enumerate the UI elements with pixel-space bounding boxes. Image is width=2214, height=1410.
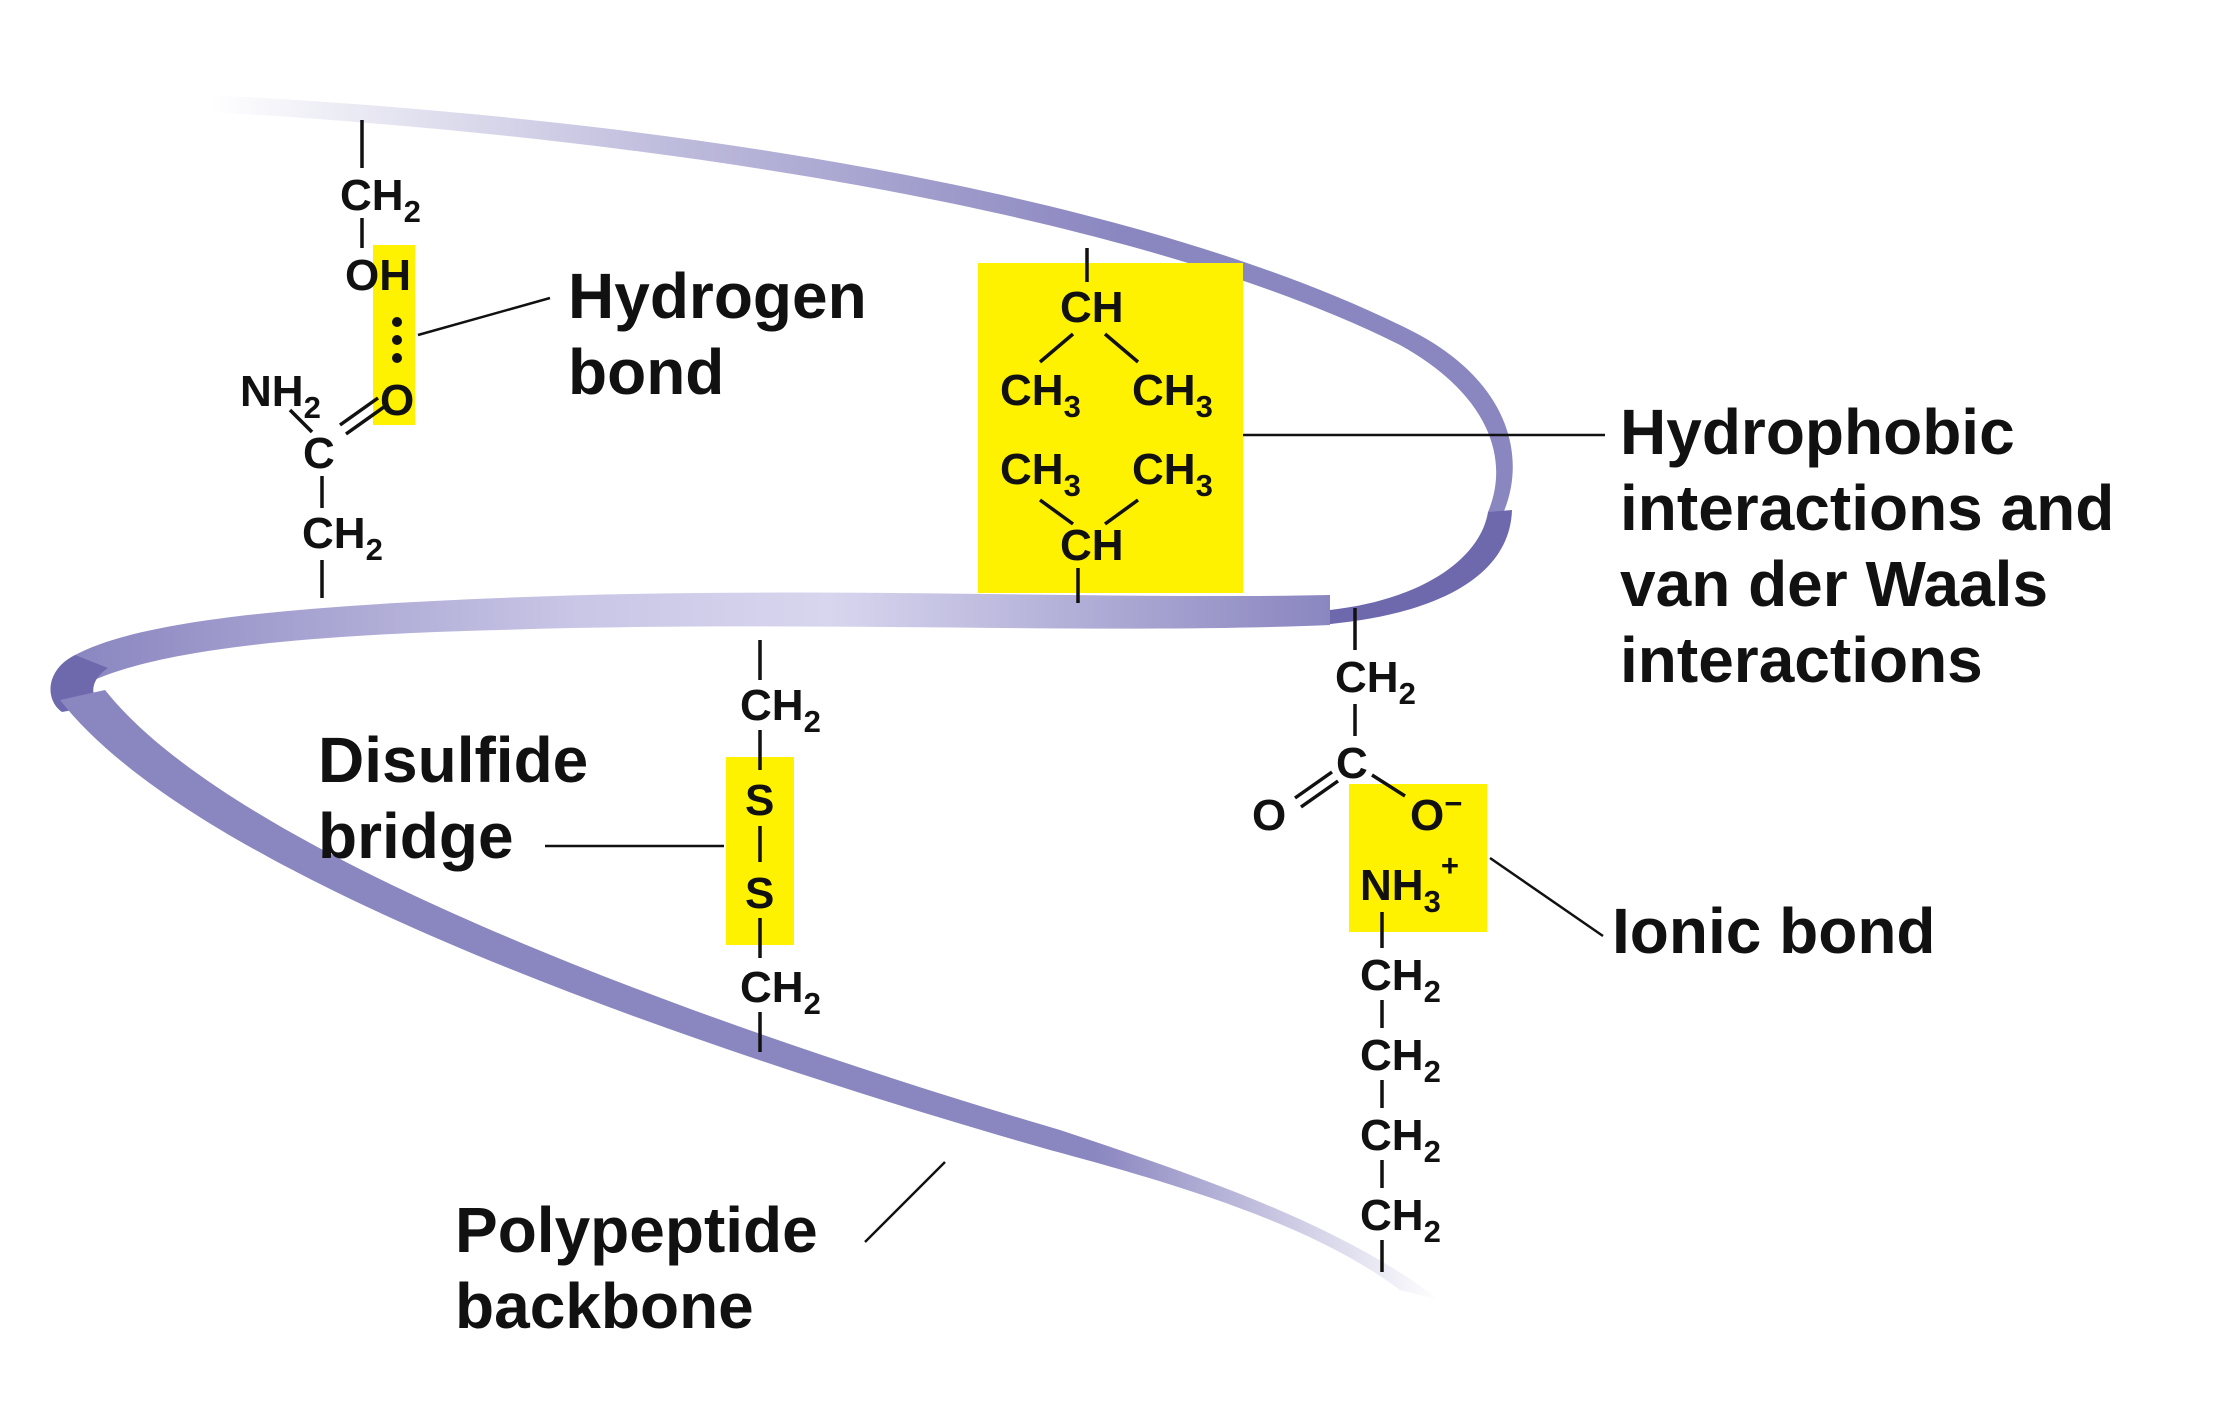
- ribbon-middle-segment: [75, 592, 1330, 688]
- highlights: [373, 245, 1487, 945]
- o-carbonyl: O: [1252, 791, 1286, 840]
- ch2-group: CH2: [1360, 951, 1441, 1009]
- ribbon-top-segment: [210, 95, 1513, 520]
- ch3-group: CH3: [1000, 445, 1081, 503]
- sulfur-atom: S: [745, 869, 774, 918]
- ch2-group: CH2: [740, 963, 821, 1021]
- backbone-leader: [864, 1161, 946, 1243]
- hydrophobic-highlight: [978, 263, 1243, 593]
- o-carbonyl: O: [380, 376, 414, 425]
- disulfide-label: Disulfide bridge: [318, 724, 606, 872]
- ch2-group: CH2: [1360, 1031, 1441, 1089]
- carboxyl-carbon: C: [1336, 739, 1368, 788]
- ribbon-bottom-segment: [60, 690, 1440, 1300]
- ch-group: CH: [1060, 521, 1124, 570]
- hydrophobic-chain: CH CH3 CH3 CH3 CH3 CH: [1000, 248, 1605, 603]
- ionic-chain: CH2 C O O− NH3+ CH2 CH2 CH2 CH2: [1252, 608, 1604, 1272]
- ch2-group: CH2: [302, 509, 383, 567]
- hydrogen-bond-highlight: [373, 245, 415, 425]
- polypeptide-ribbon: [50, 95, 1513, 1300]
- ch-group: CH: [1060, 283, 1124, 332]
- ch2-group: CH2: [1335, 653, 1416, 711]
- ch3-group: CH3: [1000, 366, 1081, 424]
- ch2-group: CH2: [340, 171, 421, 229]
- ch2-group: CH2: [1360, 1191, 1441, 1249]
- hydrogen-bond-label: Hydrogen bond: [568, 260, 884, 408]
- o-minus-group: O−: [1410, 786, 1462, 840]
- nh3-plus-group: NH3+: [1360, 848, 1459, 919]
- oh-group: OH: [345, 251, 411, 300]
- ionic-bond-label: Ionic bond: [1612, 895, 1936, 967]
- hydrogen-bond-chain: CH2 OH O NH2 C CH2: [240, 120, 551, 598]
- ch2-group: CH2: [740, 681, 821, 739]
- disulfide-chain: CH2 S S CH2: [545, 640, 821, 1052]
- ch2-group: CH2: [1360, 1111, 1441, 1169]
- nh2-group: NH2: [240, 367, 321, 425]
- ch3-group: CH3: [1132, 366, 1213, 424]
- sulfur-atom: S: [745, 776, 774, 825]
- carbonyl-carbon: C: [303, 429, 335, 478]
- ribbon-right-fold: [1320, 510, 1512, 625]
- ch3-group: CH3: [1132, 445, 1213, 503]
- ionic-bond-highlight: [1349, 784, 1487, 932]
- backbone-label: Polypeptide backbone: [455, 1194, 836, 1342]
- hydrophobic-label: Hydrophobic interactions and van der Waa…: [1620, 396, 2132, 696]
